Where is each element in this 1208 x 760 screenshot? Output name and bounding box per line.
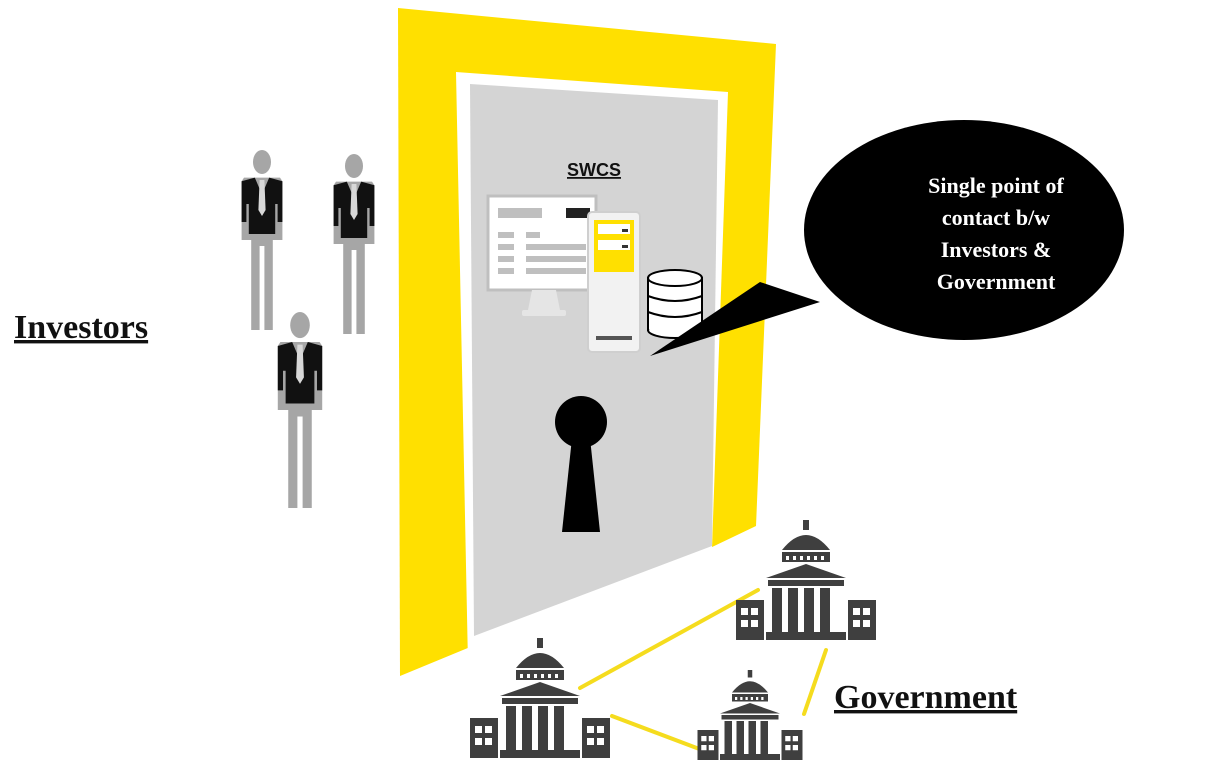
connector-line	[610, 714, 704, 752]
keyhole-icon	[555, 396, 607, 532]
government-connectors	[578, 588, 828, 752]
businessman-icon	[277, 312, 323, 508]
government-building-icon	[470, 638, 610, 758]
connector-line	[802, 648, 828, 716]
desktop-monitor-icon	[486, 194, 598, 316]
government-label: Government	[834, 679, 1018, 716]
connector-line	[578, 588, 760, 690]
speech-bubble: Single point of contact b/w Investors & …	[650, 120, 1124, 356]
investors-label: Investors	[14, 309, 148, 346]
server-tower-icon	[587, 211, 641, 353]
government-building-icon	[736, 520, 876, 640]
door: SWCS	[398, 8, 776, 676]
speech-bubble-line-3: Investors &	[941, 237, 1052, 262]
investors-group	[241, 150, 375, 508]
businessman-icon	[241, 150, 283, 330]
speech-bubble-line-4: Government	[937, 269, 1056, 294]
database-icon	[647, 269, 703, 339]
speech-bubble-line-1: Single point of	[928, 173, 1064, 198]
government-building-icon	[697, 670, 803, 760]
door-title: SWCS	[567, 160, 621, 180]
speech-bubble-line-2: contact b/w	[942, 205, 1050, 230]
businessman-icon	[333, 154, 375, 334]
